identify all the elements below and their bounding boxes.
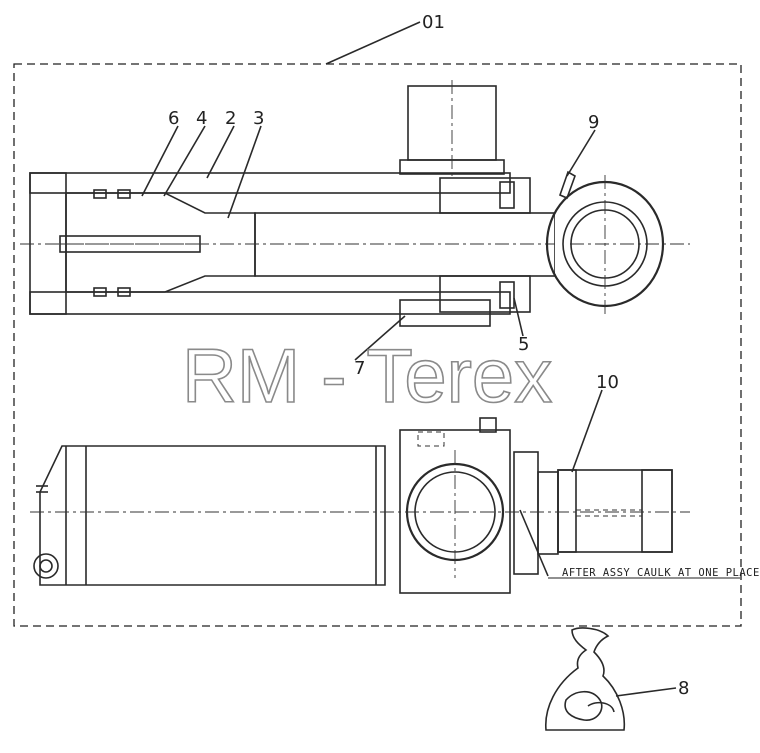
callout-7: 7	[354, 358, 365, 379]
cylinder-section-view	[20, 80, 690, 327]
callout-2: 2	[225, 108, 236, 129]
callout-3: 3	[253, 108, 264, 129]
callout-4: 4	[196, 108, 207, 129]
callout-9: 9	[588, 112, 599, 133]
callout-6: 6	[168, 108, 179, 129]
parts-bag-illustration	[545, 627, 626, 731]
callout-10: 10	[596, 372, 619, 393]
assembly-boundary	[13, 63, 742, 627]
callout-8: 8	[678, 678, 689, 699]
leader-lines	[141, 21, 677, 697]
callout-5: 5	[518, 334, 529, 355]
cylinder-exterior-view	[30, 417, 690, 594]
watermark-text: RM - Terex	[182, 334, 552, 419]
callout-assembly: 01	[422, 12, 445, 33]
assembly-note: AFTER ASSY CAULK AT ONE PLACE	[562, 567, 760, 579]
